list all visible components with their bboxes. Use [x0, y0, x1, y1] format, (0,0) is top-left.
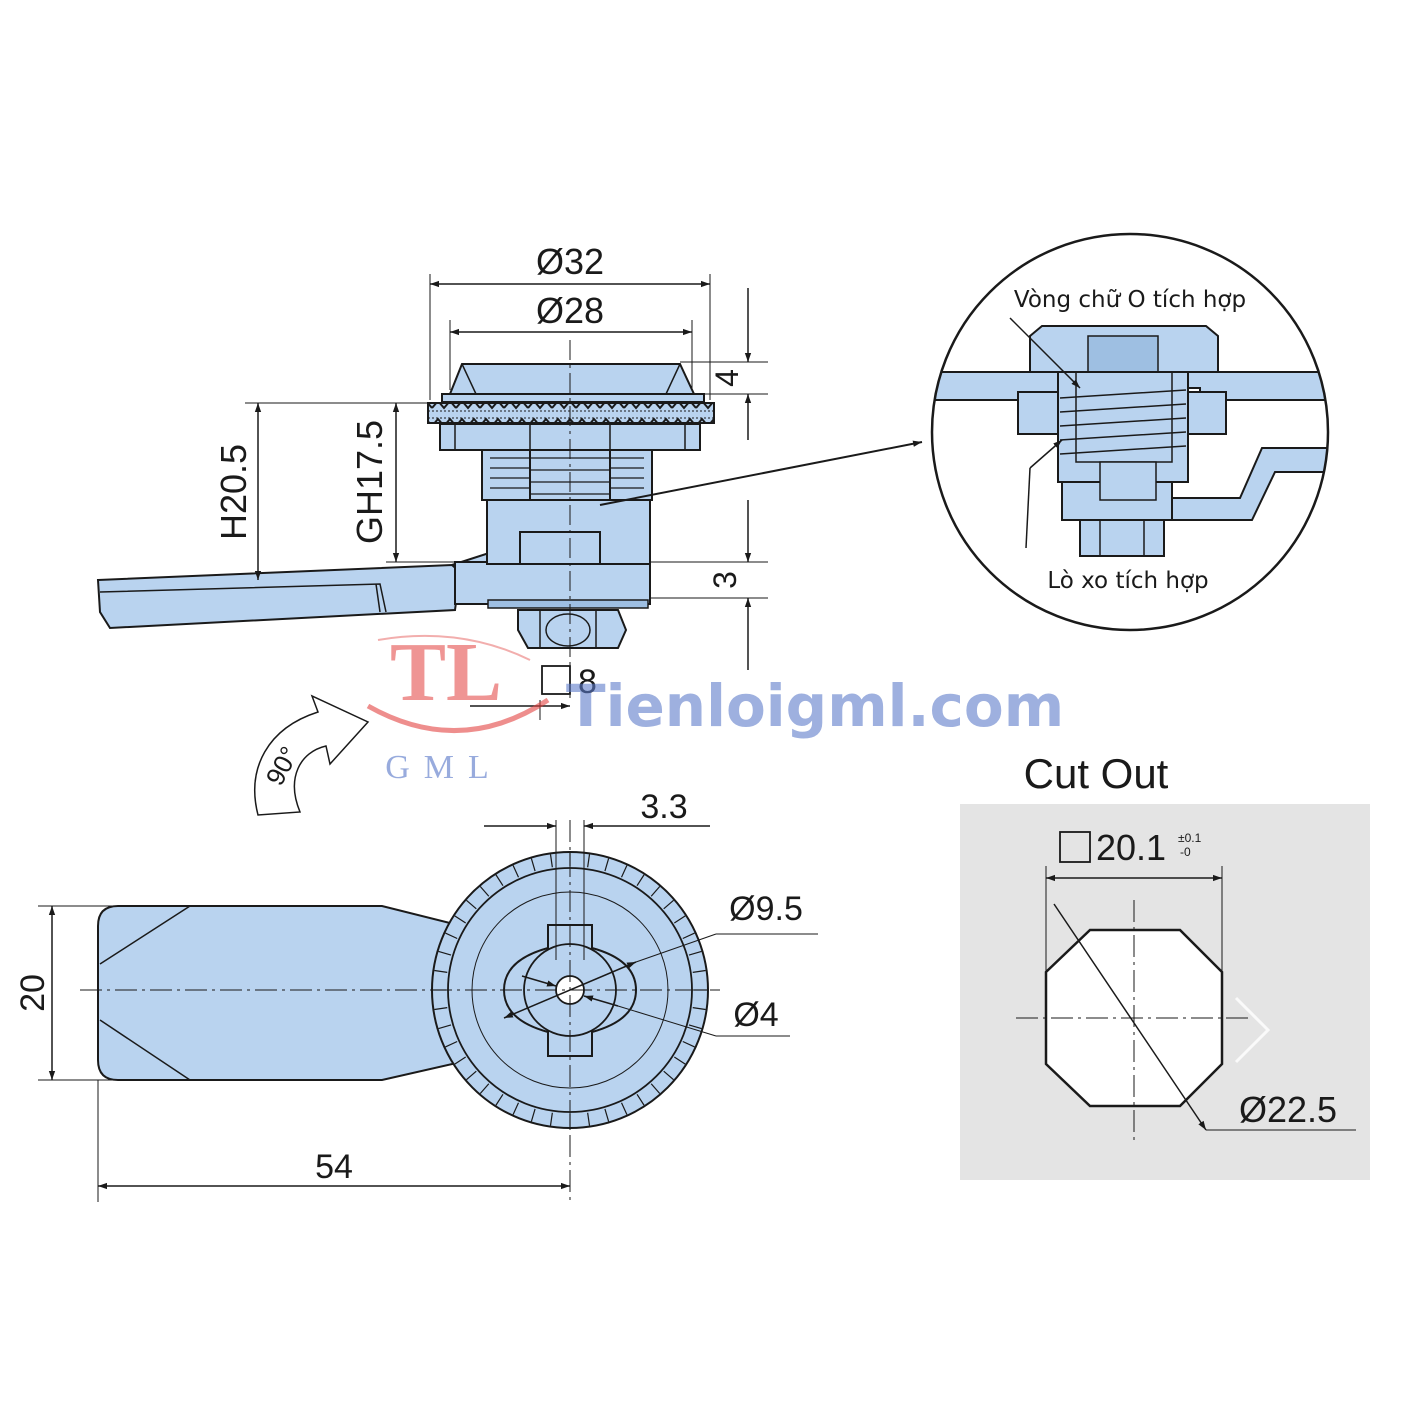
knurl-tick [650, 1083, 661, 1094]
watermark-site: Tienloigml.com [566, 672, 1064, 740]
dim-height-3: 3 [707, 571, 743, 589]
lever-handle [96, 563, 462, 630]
watermark: TL GML Tienloigml.com [366, 626, 1064, 786]
knurl-tick [454, 1056, 467, 1065]
watermark-logo-letters: TL [390, 626, 502, 719]
dim-diameter-9-5: Ø9.5 [729, 890, 803, 928]
detail-leader-arrow [599, 440, 923, 506]
bottom-nut [517, 609, 628, 649]
cutout-square-symbol [1059, 831, 1091, 863]
knurl-tick [445, 1040, 458, 1048]
knurl-tick [434, 969, 448, 973]
dim-height-gh17-5: GH17.5 [349, 420, 390, 544]
knurl-tick [688, 950, 702, 956]
knurl-tick [530, 1108, 536, 1122]
side-view: Ø32 Ø28 4 3 H20.5 GH17.5 8 90° [96, 241, 923, 816]
knurl-tick [663, 1070, 674, 1081]
knurl-tick [682, 932, 695, 940]
knurl-tick [438, 950, 452, 956]
knurl-tick [636, 874, 645, 887]
cutout-square-value: 20.1 [1096, 827, 1166, 868]
knurl-tick [620, 865, 628, 878]
knurl-tick [466, 899, 477, 910]
knurl-tick [479, 886, 490, 897]
knurl-tick [495, 1093, 504, 1106]
knurl-tick [466, 1070, 477, 1081]
cutout-diameter: Ø22.5 [1239, 1089, 1337, 1130]
knurl-tick [495, 874, 504, 887]
knurl-tick [438, 1024, 452, 1030]
knurl-tick [604, 858, 610, 872]
knurl-tick [692, 969, 706, 973]
dim-diameter-28: Ø28 [536, 290, 604, 331]
knurl-tick [650, 886, 661, 897]
knurl-tick [512, 1102, 520, 1115]
cutout-title: Cut Out [1024, 750, 1169, 797]
knurl-tick [549, 854, 553, 868]
dim-width-20: 20 [14, 974, 52, 1012]
dim-diameter-4: Ø4 [733, 996, 778, 1034]
knurl-tick [673, 1056, 686, 1065]
knurl-tick [512, 865, 520, 878]
lever-handle-top [97, 905, 471, 1081]
knurl-tick [445, 932, 458, 940]
knurl-tick [663, 899, 674, 910]
dim-length-54: 54 [315, 1148, 353, 1186]
front-view: 3.3 Ø9.5 Ø4 20 54 [14, 788, 818, 1202]
knurl-tick [688, 1024, 702, 1030]
label-oring: Vòng chữ O tích hợp [1014, 287, 1246, 313]
detail-circle-outline [930, 232, 1330, 632]
knurl-tick [549, 1112, 553, 1126]
lock-head [448, 363, 696, 395]
cutout-tolerance-plus: ±0.1 [1178, 831, 1202, 845]
dim-height-4: 4 [709, 369, 745, 387]
watermark-logo-sub: GML [385, 749, 503, 786]
dim-square-8: 8 [578, 663, 597, 701]
knurl-ticks [433, 853, 707, 1127]
knurl-tick [673, 915, 686, 924]
knurled-gasket [427, 402, 715, 424]
knurl-tick [636, 1093, 645, 1106]
dim-width-3-3: 3.3 [640, 788, 687, 826]
knurl-tick [434, 1007, 448, 1011]
knurl-tick [587, 854, 591, 868]
knurl-tick [682, 1040, 695, 1048]
knurl-tick [620, 1102, 628, 1115]
knurl-tick [587, 1112, 591, 1126]
knurl-tick [692, 1007, 706, 1011]
cutout-tolerance-minus: -0 [1180, 845, 1191, 859]
knurl-tick [479, 1083, 490, 1094]
lever-hub [454, 561, 651, 605]
detail-view: Vòng chữ O tích hợp Lò xo tích hợp [930, 232, 1330, 632]
label-spring: Lò xo tích hợp [1047, 568, 1208, 594]
square-symbol-8 [541, 665, 571, 695]
knurl-tick [530, 858, 536, 872]
rotation-arrow [254, 694, 370, 816]
dim-diameter-32: Ø32 [536, 241, 604, 282]
dim-height-h20-5: H20.5 [213, 444, 254, 540]
knurl-tick [604, 1108, 610, 1122]
cutout-view: Cut Out 20.1 ±0.1 -0 Ø22.5 [960, 750, 1370, 1180]
knurl-tick [454, 915, 467, 924]
